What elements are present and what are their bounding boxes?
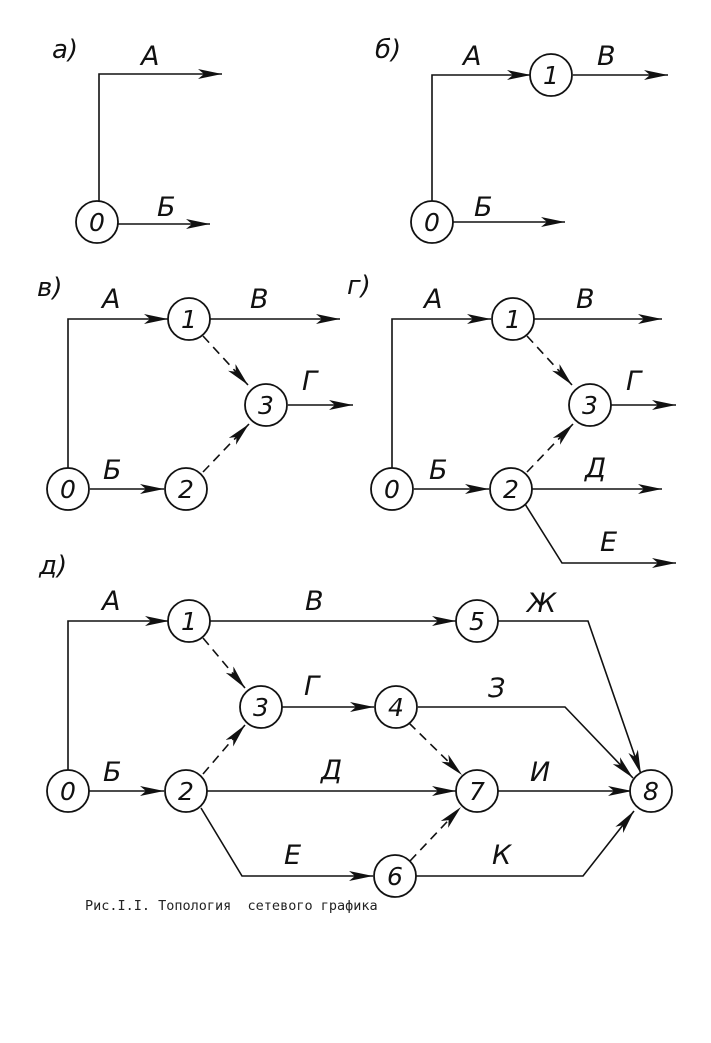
edge-v-1-3-dummy [202, 335, 249, 386]
node-v-1 [167, 297, 211, 341]
node-v-3-label: 3 [258, 391, 274, 420]
node-d-1-label: 1 [181, 607, 197, 636]
node-v-0-label: 0 [60, 475, 76, 504]
node-v-3 [244, 383, 288, 427]
edge-label-d-I: И [530, 757, 550, 788]
subfigure-b: б) А В Б 0 1 [375, 35, 668, 244]
subfigure-v: в) А В Г Б 0 1 2 3 [37, 273, 353, 511]
node-a-0 [75, 200, 119, 244]
edge-a-A [98, 69, 222, 203]
edge-g-2-3-dummy [526, 423, 574, 473]
edge-label-g-V: В [576, 284, 595, 315]
node-g-2-label: 2 [503, 475, 519, 504]
edge-label-g-G: Г [626, 366, 643, 397]
node-g-0 [370, 467, 414, 511]
edge-label-d-K: К [492, 840, 513, 871]
node-g-1-label: 1 [505, 305, 521, 334]
node-b-1-label: 1 [543, 61, 559, 90]
node-d-7 [455, 769, 499, 813]
edge-label-a-A: А [139, 41, 159, 72]
node-d-3 [239, 685, 283, 729]
subfigure-v-label: в) [37, 273, 62, 303]
edge-d-Zh [498, 620, 642, 775]
node-d-6-label: 6 [387, 862, 403, 891]
edge-label-a-B: Б [157, 192, 176, 223]
node-v-2 [164, 467, 208, 511]
node-d-2 [164, 769, 208, 813]
edge-label-d-Z: З [488, 673, 505, 704]
node-v-2-label: 2 [178, 475, 194, 504]
edge-g-1-3-dummy [526, 335, 573, 386]
edge-label-v-V: В [250, 284, 269, 315]
edge-d-A [67, 616, 169, 771]
subfigure-g: г) А В Г Б Д Е 0 1 2 3 [347, 271, 676, 568]
edge-label-b-V: В [597, 41, 616, 72]
node-d-1 [167, 599, 211, 643]
node-g-2 [489, 467, 533, 511]
node-b-1 [529, 53, 573, 97]
node-b-0-label: 0 [424, 208, 440, 237]
subfigure-b-label: б) [375, 35, 401, 65]
edge-label-d-G: Г [304, 671, 321, 702]
edge-g-E [524, 503, 676, 568]
edge-d-6-7-dummy [409, 806, 462, 862]
edge-label-d-D: Д [320, 755, 342, 786]
edge-label-g-A: А [422, 284, 442, 315]
edge-label-g-E: Е [600, 527, 617, 558]
node-d-7-label: 7 [469, 777, 485, 806]
edge-label-d-Zh: Ж [525, 588, 557, 619]
edge-label-v-B: Б [103, 455, 122, 486]
node-g-1 [491, 297, 535, 341]
node-d-6 [373, 854, 417, 898]
edge-label-g-B: Б [429, 455, 448, 486]
edge-label-d-A: А [100, 586, 120, 617]
node-b-0 [410, 200, 454, 244]
edge-label-b-A: А [461, 41, 481, 72]
edge-d-Z [418, 706, 634, 779]
subfigure-a: а) А Б 0 [52, 35, 222, 244]
edge-b-A [431, 70, 531, 203]
subfigure-a-label: а) [52, 35, 78, 65]
subfigure-g-label: г) [347, 271, 371, 301]
node-v-0 [46, 467, 90, 511]
node-d-2-label: 2 [178, 777, 194, 806]
edge-g-A [391, 314, 491, 469]
edge-d-E [200, 807, 373, 881]
node-d-8 [629, 769, 673, 813]
node-g-3 [568, 383, 612, 427]
edge-d-4-7-dummy [408, 722, 463, 776]
node-d-3-label: 3 [253, 693, 269, 722]
edge-d-2-3-dummy [202, 724, 246, 775]
edge-label-v-G: Г [302, 366, 319, 397]
node-d-4-label: 4 [388, 693, 404, 722]
edge-d-K [416, 810, 635, 877]
edge-label-g-D: Д [584, 453, 606, 484]
edge-d-1-3-dummy [202, 637, 246, 689]
edge-label-d-B: Б [103, 757, 122, 788]
node-d-8-label: 8 [643, 777, 659, 806]
node-g-3-label: 3 [582, 391, 598, 420]
edge-label-b-B: Б [474, 192, 493, 223]
subfigure-d-label: д) [38, 551, 67, 581]
edge-label-v-A: А [100, 284, 120, 315]
edge-label-d-V: В [305, 586, 324, 617]
figure-caption: Рис.I.I. Топология сетевого графика [85, 898, 378, 914]
node-d-5 [455, 599, 499, 643]
edge-v-2-3-dummy [202, 423, 250, 473]
node-a-0-label: 0 [89, 208, 105, 237]
node-d-5-label: 5 [469, 607, 485, 636]
node-d-0-label: 0 [60, 777, 76, 806]
subfigure-d: д) А Б В Г Д Е Ж З И К 0 1 2 3 [38, 551, 673, 898]
node-g-0-label: 0 [384, 475, 400, 504]
edge-v-A [67, 314, 168, 469]
node-d-4 [374, 685, 418, 729]
edge-label-d-E: Е [284, 840, 301, 871]
node-d-0 [46, 769, 90, 813]
node-v-1-label: 1 [181, 305, 197, 334]
